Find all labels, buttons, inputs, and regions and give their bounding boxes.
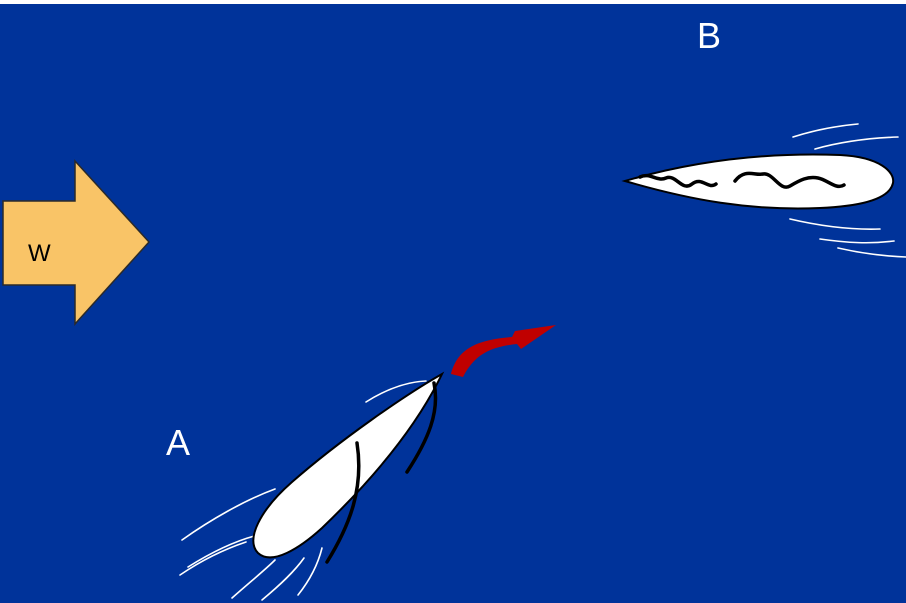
wind-label: W (28, 240, 51, 267)
boat-label-b: B (697, 15, 721, 56)
boat-label-a: A (166, 422, 190, 463)
sea-background (0, 4, 906, 603)
